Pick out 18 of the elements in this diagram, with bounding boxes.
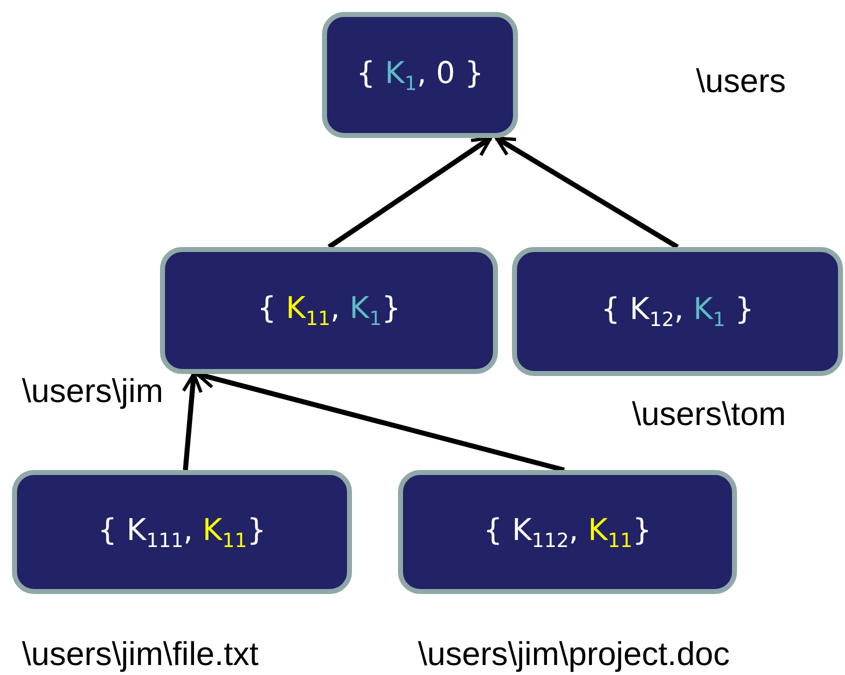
key-pair-text: { K$_{1}$, 0 } (356, 56, 484, 94)
arrow (328, 136, 492, 250)
key-box (160, 247, 498, 374)
key-pair-text: { K$_{12}$, K$_{1}$ } (601, 292, 754, 331)
key-box (12, 470, 352, 594)
path-label: \users\jim\project.doc (418, 635, 730, 673)
key-pair-text: { K$_{111}$, K$_{11}$} (98, 512, 266, 552)
path-label: \users\jim\file.txt (22, 635, 259, 673)
path-label: \users\jim (22, 372, 164, 410)
key-box (512, 247, 843, 376)
key-box (322, 12, 518, 138)
path-label: \users\tom (632, 395, 786, 433)
key-box (398, 470, 737, 594)
key-pair-text: { K$_{112}$, K$_{11}$} (483, 512, 652, 552)
arrow (182, 372, 203, 470)
key-pair-text: { K$_{11}$, K$_{1}$} (257, 291, 401, 330)
path-label: \users (696, 62, 786, 100)
arrow (494, 136, 679, 250)
